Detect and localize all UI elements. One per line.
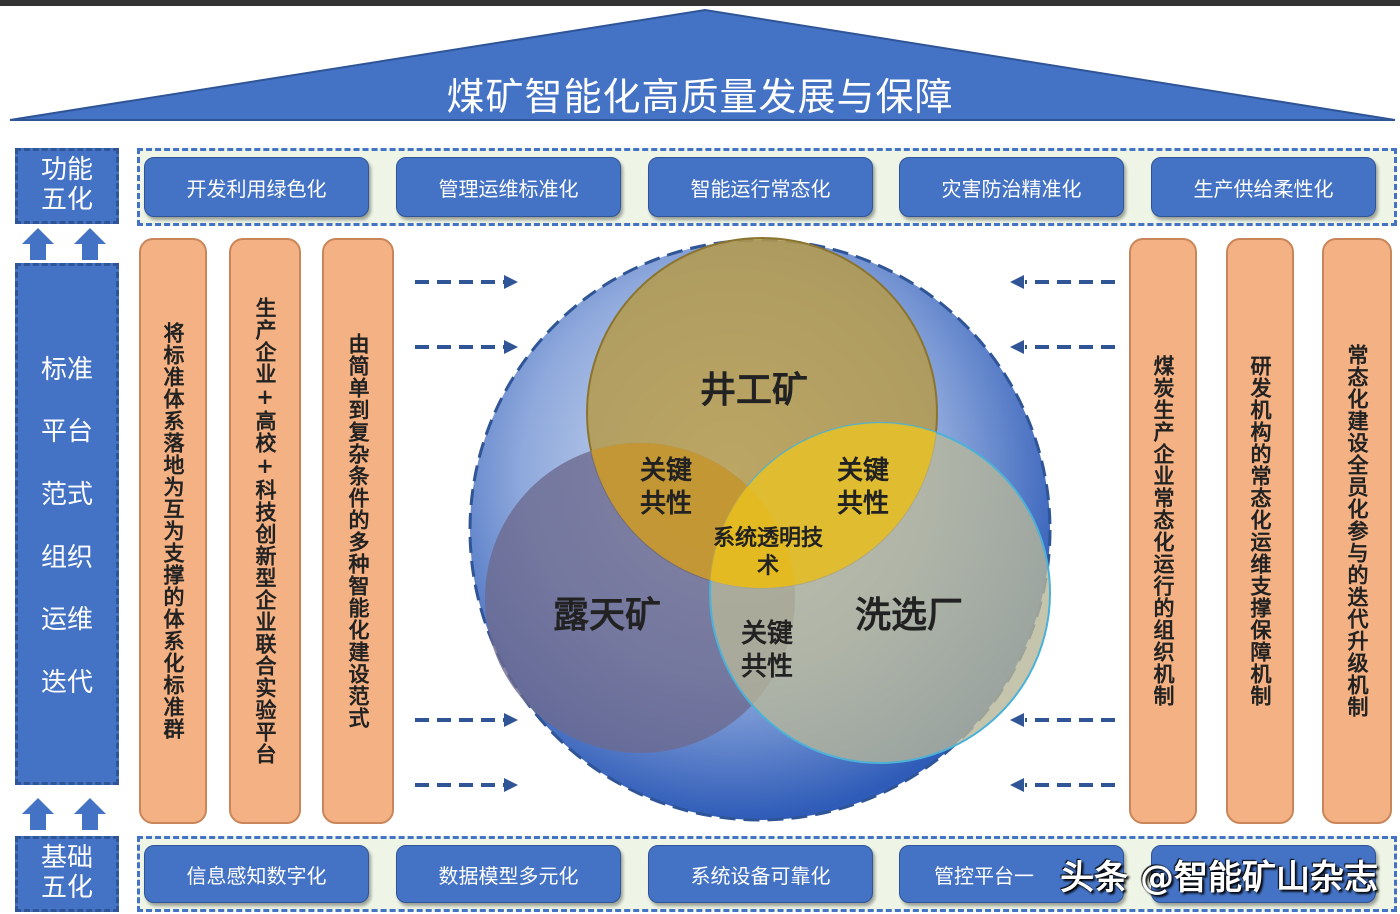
- venn-diagram: [468, 237, 1052, 822]
- venn-overlap-top-right: 关键共性: [836, 456, 889, 519]
- diagram-title: 煤矿智能化高质量发展与保障: [446, 75, 954, 119]
- venn-overlap-bottom: 关键共性: [740, 619, 793, 682]
- function-item: 灾害防治精准化: [899, 157, 1124, 217]
- watermark: 头条 @智能矿山杂志: [1060, 858, 1378, 898]
- function-item: 开发利用绿色化: [144, 157, 369, 217]
- foundation-item-hidden: [1151, 845, 1376, 903]
- foundation-label: 基础五化: [15, 836, 119, 912]
- right-column: 研发机构的常态化运维支撑保障机制: [1226, 238, 1294, 824]
- up-arrows-icon: [22, 798, 106, 830]
- left-column: 生产企业+高校+科技创新型企业联合实验平台: [229, 238, 301, 824]
- dashed-arrows: [415, 275, 1115, 792]
- label-platform: 平台: [40, 417, 93, 448]
- left-column: 将标准体系落地为互为支撑的体系化标准群: [139, 238, 207, 824]
- label-iteration: 迭代: [40, 668, 93, 699]
- function-item: 管理运维标准化: [396, 157, 621, 217]
- label-organization: 组织: [40, 542, 93, 573]
- function-item: 智能运行常态化: [648, 157, 873, 217]
- function-item: 生产供给柔性化: [1151, 157, 1376, 217]
- venn-overlap-top-left: 关键共性: [639, 456, 692, 519]
- right-column: 煤炭生产企业常态化运行的组织机制: [1129, 238, 1197, 824]
- venn-top: 井工矿: [700, 370, 809, 411]
- left-column: 由简单到复杂条件的多种智能化建设范式: [322, 238, 394, 824]
- roof-triangle: [9, 8, 1396, 121]
- venn-center: 系统透明技术: [713, 526, 824, 579]
- label-standard: 标准: [40, 354, 93, 385]
- foundation-item: 信息感知数字化: [144, 845, 369, 903]
- up-arrows-icon: [22, 228, 106, 260]
- right-column: 常态化建设全员化参与的迭代升级机制: [1322, 238, 1392, 824]
- foundation-item: 管控平台一: [899, 845, 1124, 903]
- venn-left: 露天矿: [553, 595, 662, 636]
- foundation-item: 系统设备可靠化: [648, 845, 873, 903]
- label-operation: 运维: [40, 605, 93, 636]
- label-paradigm: 范式: [40, 480, 93, 511]
- foundation-item: 数据模型多元化: [396, 845, 621, 903]
- top-edge: [0, 0, 1400, 6]
- function-label: 功能五化: [15, 148, 119, 224]
- venn-right: 洗选厂: [855, 595, 964, 636]
- middle-labels: 标准 平台 范式 组织 运维 迭代: [15, 263, 119, 785]
